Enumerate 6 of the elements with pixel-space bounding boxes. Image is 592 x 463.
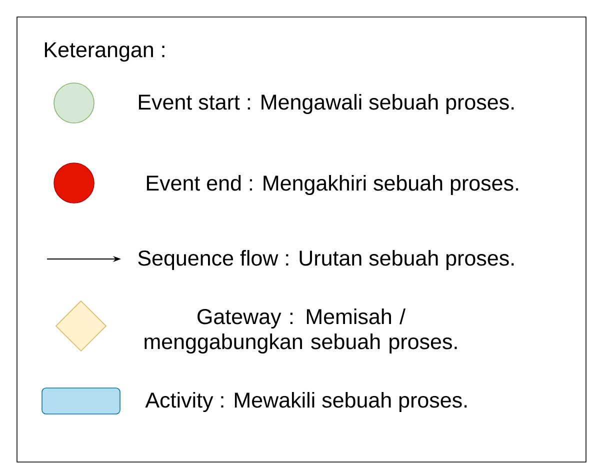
legend-text: Event start : Mengawali sebuah proses.	[138, 94, 514, 114]
legend-text: Activity : Mewakili sebuah proses.	[145, 392, 467, 412]
legend-text: Sequence flow : Urutan sebuah proses.	[138, 250, 514, 270]
legend-text: Event end : Mengakhiri sebuah proses.	[146, 174, 518, 196]
legend-text: Gateway : Memisah / menggabungkan sebuah proses.	[144, 308, 457, 354]
legend-title: Keterangan :	[44, 42, 164, 62]
